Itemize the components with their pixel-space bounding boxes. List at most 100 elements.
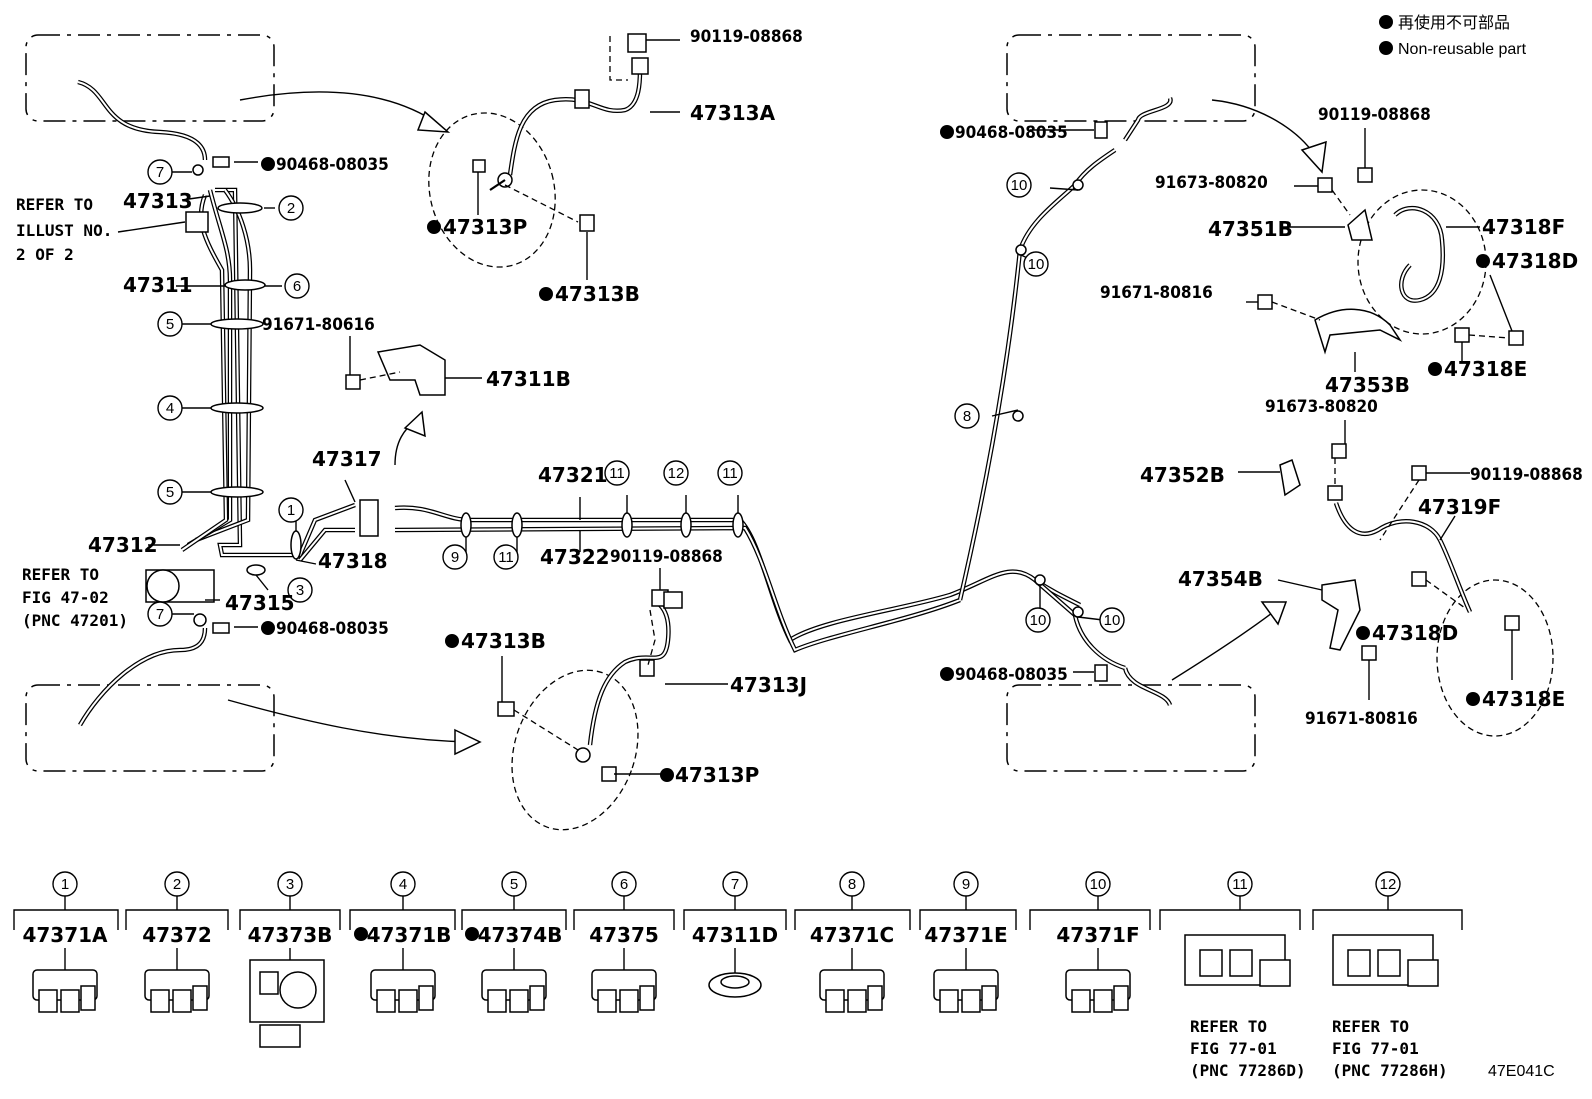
- top-right-assembly: [1246, 128, 1524, 372]
- callout-circle: [611, 871, 637, 897]
- part-sketch-10: [1065, 969, 1131, 1013]
- non-reusable-dot-icon: [261, 621, 275, 635]
- non-reusable-dot-icon: [1356, 626, 1370, 640]
- refer-illust-l2: ILLUST NO.: [16, 221, 112, 240]
- label-47318D-top: 47318D: [1492, 249, 1578, 273]
- refer-fig77-12-l3: (PNC 77286H): [1332, 1061, 1448, 1080]
- callout-11: 11: [604, 460, 630, 486]
- callout-circle: [953, 871, 979, 897]
- callout-number: 1: [287, 502, 295, 519]
- part-label: 47373B: [248, 923, 333, 947]
- callout-number: 8: [848, 876, 856, 893]
- callout-number: 2: [287, 200, 295, 217]
- non-reusable-dot-icon: [445, 634, 459, 648]
- non-reusable-dot-icon: [261, 157, 275, 171]
- part-label: 47371B: [367, 923, 452, 947]
- part-label: 47371C: [810, 923, 894, 947]
- callout-number: 12: [1380, 876, 1397, 893]
- hose-bottom-right: [1122, 667, 1173, 707]
- callout-11: 11: [493, 544, 519, 570]
- non-reusable-dot-icon: [1428, 362, 1442, 376]
- label-47318D-bot: 47318D: [1372, 621, 1458, 645]
- pointer-arrows: [227, 91, 1327, 756]
- callout-circle: [722, 871, 748, 897]
- legend-jp: 再使用不可部品: [1398, 14, 1510, 32]
- non-reusable-dot-icon: [1476, 254, 1490, 268]
- callout-number: 10: [1011, 177, 1028, 194]
- callout-3: 3: [287, 577, 313, 603]
- label-47311B: 47311B: [486, 367, 571, 391]
- callout-10: 10: [1023, 251, 1049, 277]
- label-91671-80816-bot: 91671-80816: [1305, 709, 1418, 729]
- non-reusable-dot-icon: [660, 768, 674, 782]
- part-labels: 90119-08868 47313A 90468-08035 47313 473…: [88, 27, 1583, 787]
- label-90468-08035-br: 90468-08035: [955, 665, 1068, 685]
- refer-fig4702-l1: REFER TO: [22, 565, 99, 584]
- ref-box-top-right: [1006, 34, 1256, 122]
- refer-illust-l1: REFER TO: [16, 195, 93, 214]
- callout-number: 3: [296, 582, 304, 599]
- refer-fig77-11-l3: (PNC 77286D): [1190, 1061, 1306, 1080]
- brake-tube-union: [359, 499, 379, 537]
- label-47313P-top: 47313P: [443, 215, 527, 239]
- part-sketch-9: [933, 969, 999, 1013]
- non-reusable-dot-icon: [940, 125, 954, 139]
- part-sketch-7: [708, 972, 762, 998]
- callout-circle: [1375, 871, 1401, 897]
- label-47318E-top: 47318E: [1444, 357, 1527, 381]
- callout-circle: [390, 871, 416, 897]
- part-sketch-3: [249, 959, 325, 1048]
- callout-8: 8: [954, 403, 980, 429]
- callout-number: 12: [668, 465, 685, 482]
- part-sketch-1: [32, 969, 98, 1013]
- callout-5: 5: [157, 479, 183, 505]
- non-reusable-dot-icon: [1379, 41, 1393, 55]
- callout-number: 1: [61, 876, 69, 893]
- callout-10: 10: [1025, 607, 1051, 633]
- callout-number: 6: [293, 278, 301, 295]
- front-hose-detail: [428, 33, 680, 280]
- parts-table-col-9: 9 47371E: [924, 871, 1008, 1013]
- callout-number: 5: [166, 484, 174, 501]
- label-90119-08868-tr: 90119-08868: [1318, 105, 1431, 125]
- label-47315: 47315: [225, 591, 295, 615]
- callout-number: 5: [166, 316, 174, 333]
- refer-fig4702-l2: FIG 47-02: [22, 588, 109, 607]
- parts-table-col-11: 11: [1184, 871, 1291, 987]
- part-sketch-5: [481, 969, 547, 1013]
- callout-number: 9: [451, 549, 459, 566]
- callout-number: 9: [962, 876, 970, 893]
- label-47313B-top: 47313B: [555, 282, 640, 306]
- label-47321: 47321: [538, 463, 608, 487]
- label-47352B: 47352B: [1140, 463, 1225, 487]
- callout-number: 11: [609, 465, 625, 482]
- label-47319F: 47319F: [1418, 495, 1501, 519]
- callout-number: 10: [1090, 876, 1107, 893]
- part-label: 47371E: [924, 923, 1007, 947]
- bottom-right-assembly: [1238, 420, 1554, 737]
- callout-10: 10: [1099, 607, 1125, 633]
- clip-icon: [212, 156, 230, 168]
- label-90119-08868-rb: 90119-08868: [1470, 465, 1583, 485]
- callout-11: 11: [717, 460, 743, 486]
- parts-table: 147371A247372347373B447371B547374B647375…: [13, 871, 1463, 1048]
- part-label: 47374B: [478, 923, 563, 947]
- part-sketch-4: [370, 969, 436, 1013]
- label-90468-08035-tl: 90468-08035: [276, 155, 389, 175]
- label-47313P-bot: 47313P: [675, 763, 759, 787]
- callout-number: 10: [1028, 256, 1045, 273]
- label-47313J: 47313J: [730, 673, 807, 697]
- rear-hose-detail: [497, 568, 728, 831]
- callout-number: 6: [620, 876, 628, 893]
- callout-5: 5: [157, 311, 183, 337]
- callout-circle: [839, 871, 865, 897]
- label-47318: 47318: [318, 549, 388, 573]
- callout-number: 4: [166, 400, 174, 417]
- hose-top-right: [1123, 97, 1173, 142]
- label-47317: 47317: [312, 447, 382, 471]
